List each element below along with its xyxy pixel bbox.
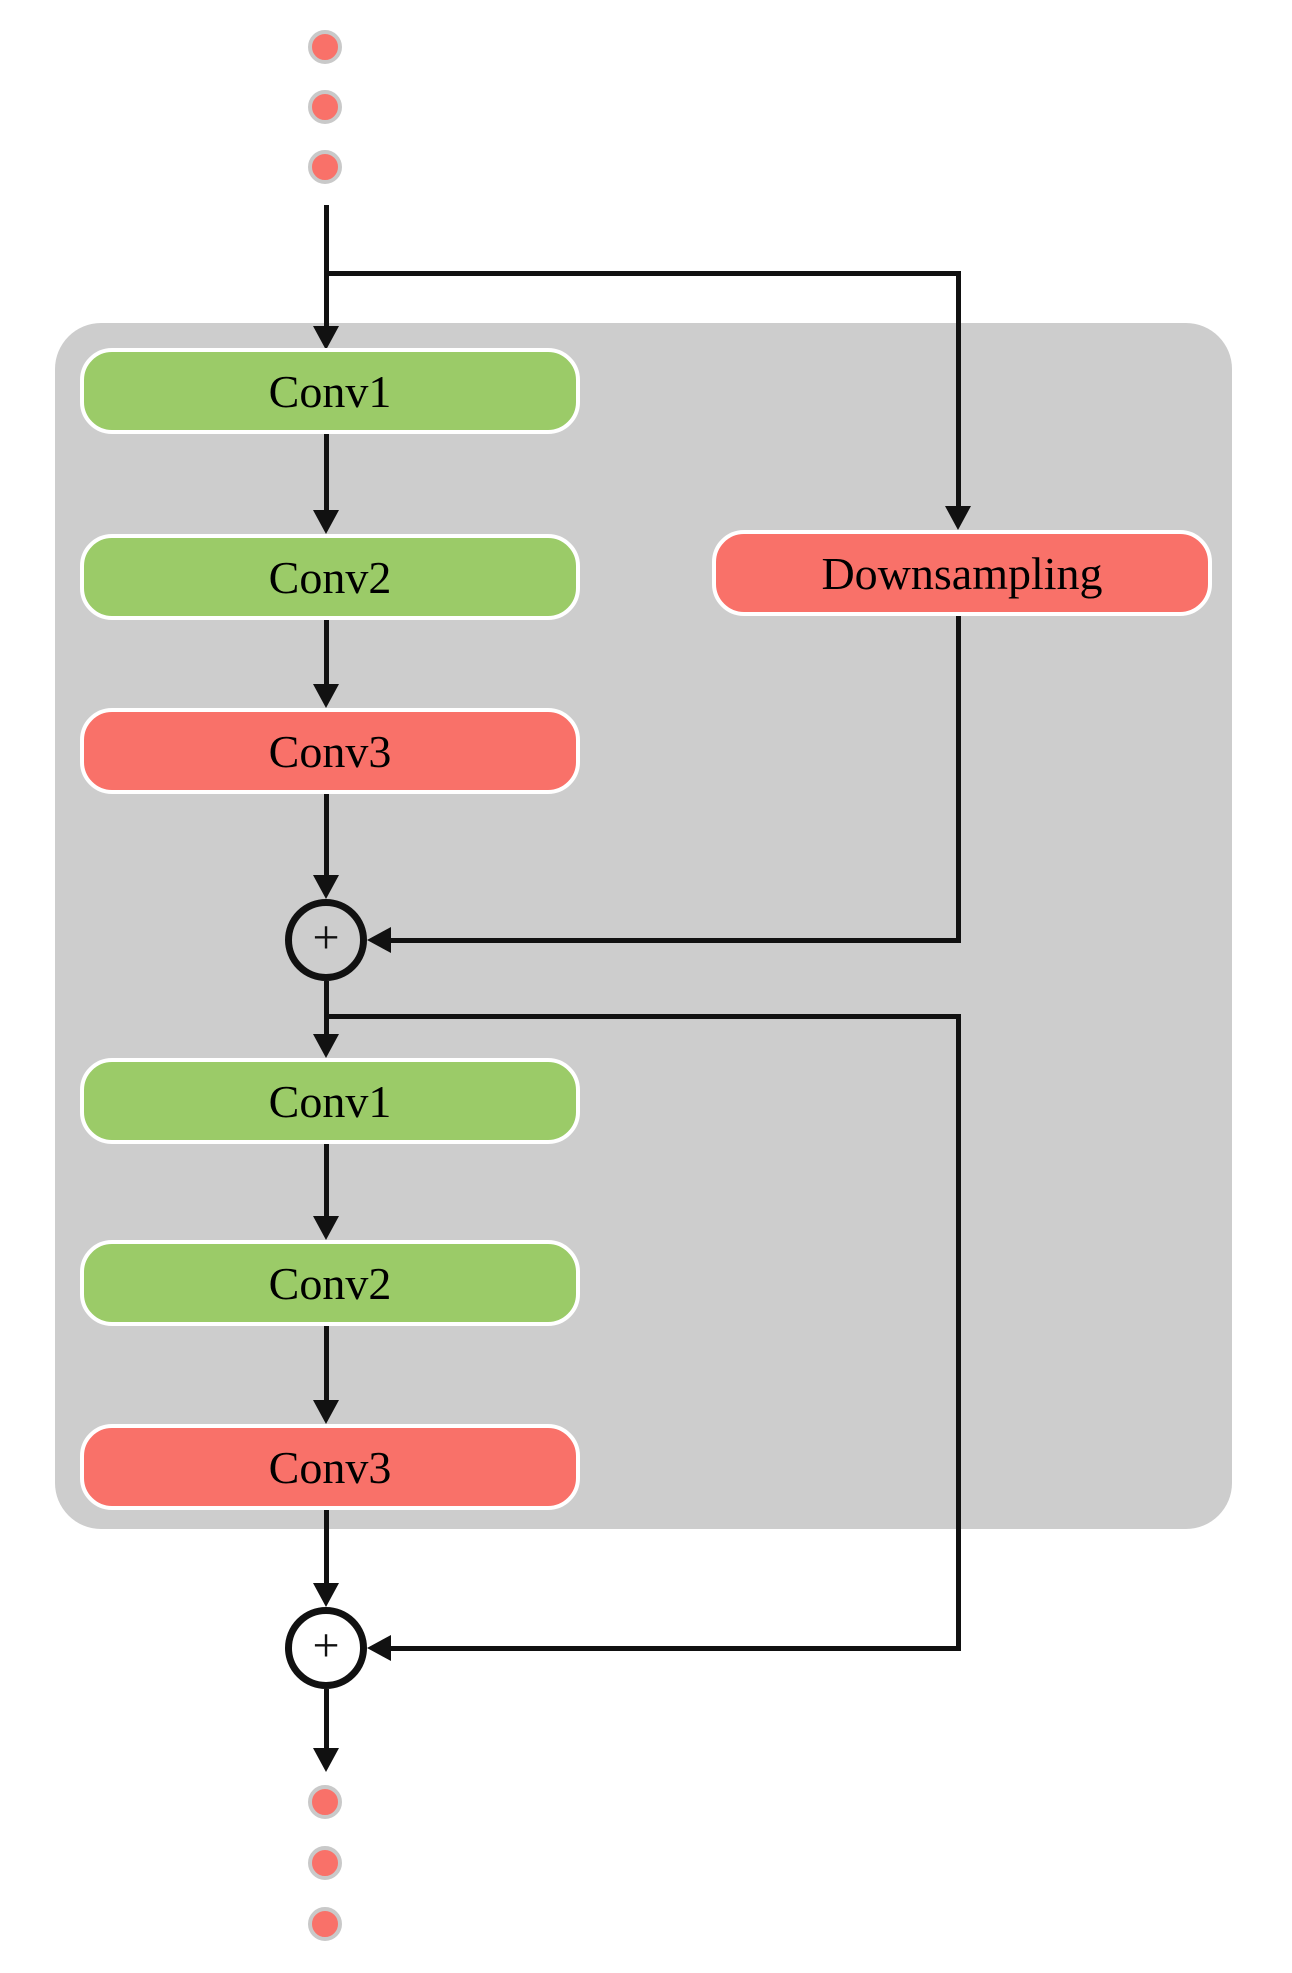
plus-symbol-1: + — [312, 911, 340, 964]
ellipsis-dot-top-2 — [308, 90, 342, 124]
residual-blocks-container — [55, 323, 1232, 1529]
arrowhead-into-conv1-block1 — [313, 326, 339, 350]
arrowhead-into-add1-right — [367, 927, 391, 953]
skip2-down-line — [956, 1014, 961, 1651]
conv3-to-add2-line — [324, 1510, 329, 1583]
conv3-to-add1-line — [324, 794, 329, 875]
arrowhead-into-conv2-block1 — [313, 510, 339, 534]
conv3-box-block1: Conv3 — [80, 708, 580, 794]
arrowhead-into-conv3-block1 — [313, 684, 339, 708]
arrowhead-into-downsampling — [945, 506, 971, 530]
arrowhead-output — [313, 1748, 339, 1772]
conv1-to-conv2-line-block2 — [324, 1144, 329, 1218]
downsampling-box: Downsampling — [712, 530, 1212, 616]
conv1-box-block1: Conv1 — [80, 348, 580, 434]
ellipsis-dot-top-1 — [308, 30, 342, 64]
skip1-down-line — [956, 271, 961, 506]
skip1-branch-line — [324, 271, 961, 276]
arrowhead-into-conv2-block2 — [313, 1216, 339, 1240]
downsampling-to-add1-line — [956, 616, 961, 942]
skip2-branch-line — [324, 1014, 961, 1019]
conv2-to-conv3-line-block1 — [324, 620, 329, 684]
add2-incoming-line — [391, 1646, 961, 1651]
conv2-box-block1: Conv2 — [80, 534, 580, 620]
ellipsis-dot-bottom-1 — [308, 1785, 342, 1819]
ellipsis-dot-top-3 — [308, 150, 342, 184]
conv2-to-conv3-line-block2 — [324, 1326, 329, 1402]
conv3-box-block2: Conv3 — [80, 1424, 580, 1510]
input-line — [324, 205, 329, 326]
conv2-box-block2: Conv2 — [80, 1240, 580, 1326]
add1-incoming-line — [391, 938, 961, 943]
output-line — [324, 1689, 329, 1748]
ellipsis-dot-bottom-2 — [308, 1846, 342, 1880]
arrowhead-into-add2-top — [313, 1583, 339, 1607]
arrowhead-into-add1-top — [313, 875, 339, 899]
arrowhead-into-add2-right — [367, 1635, 391, 1661]
arrowhead-into-conv1-block2 — [313, 1034, 339, 1058]
add-node-2: + — [285, 1607, 367, 1689]
conv1-to-conv2-line-block1 — [324, 434, 329, 510]
arrowhead-into-conv3-block2 — [313, 1400, 339, 1424]
add-node-1: + — [285, 899, 367, 981]
conv1-box-block2: Conv1 — [80, 1058, 580, 1144]
plus-symbol-2: + — [312, 1619, 340, 1672]
ellipsis-dot-bottom-3 — [308, 1907, 342, 1941]
add1-to-block2-line — [324, 981, 329, 1034]
